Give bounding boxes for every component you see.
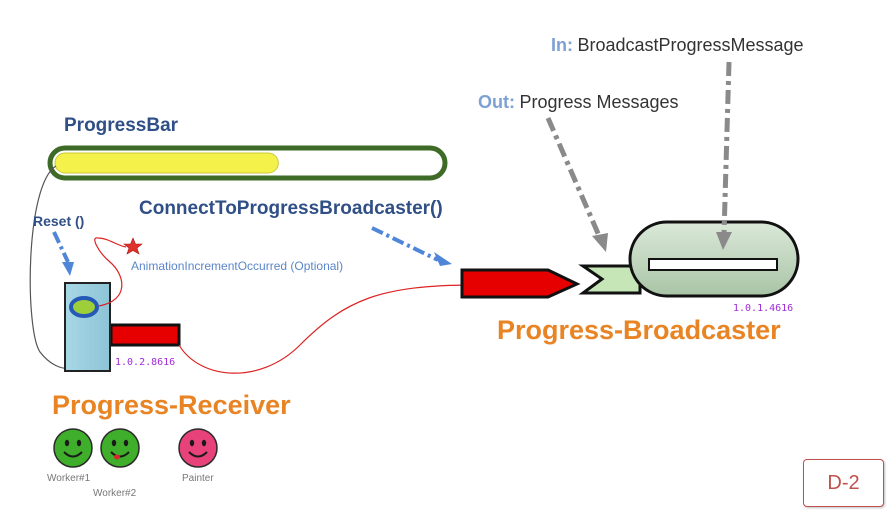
out-key: Out:	[478, 92, 515, 112]
progress-bar-fill	[54, 152, 279, 174]
receiver-box	[64, 282, 111, 372]
painter-smiley-icon	[178, 428, 218, 468]
slide-tag-text: D-2	[827, 471, 860, 494]
actors	[53, 428, 218, 468]
event-wire	[94, 237, 127, 307]
bar-receiver-link	[29, 165, 73, 370]
worker-2-smiley-icon	[100, 428, 140, 468]
receiver-version: 1.0.2.8616	[115, 357, 176, 368]
progress-receiver-component	[64, 282, 181, 372]
connect-label: ConnectToProgressBroadcaster()	[139, 198, 443, 219]
receiver-title: Progress-Receiver	[52, 390, 291, 420]
painter-label: Painter	[182, 473, 214, 484]
slide-tag: D-2	[803, 459, 884, 507]
event-label: AnimationIncrementOccurred (Optional)	[131, 259, 344, 273]
in-message: In: BroadcastProgressMessage	[551, 35, 804, 56]
reset-label: Reset ()	[33, 213, 85, 229]
in-key: In:	[551, 35, 573, 55]
connection-wire	[178, 284, 476, 374]
broadcaster-version: 1.0.1.4616	[733, 303, 794, 314]
worker-1-smiley-icon	[53, 428, 93, 468]
reset-arrow	[52, 231, 74, 276]
red-plug	[460, 268, 581, 299]
in-arrow	[716, 61, 732, 250]
progress-broadcaster-component	[628, 220, 800, 298]
broadcaster-connector	[460, 264, 642, 299]
receiver-connector	[109, 323, 181, 347]
receiver-port	[69, 296, 99, 318]
progress-bar-label: ProgressBar	[64, 115, 179, 136]
in-value: BroadcastProgressMessage	[577, 35, 804, 55]
progress-bar	[47, 145, 448, 181]
broadcaster-slot	[648, 258, 778, 271]
out-message: Out: Progress Messages	[478, 92, 679, 113]
worker-1-label: Worker#1	[47, 473, 91, 484]
out-arrow	[545, 117, 608, 252]
star-icon	[123, 237, 143, 255]
worker-2-label: Worker#2	[93, 488, 137, 499]
out-value: Progress Messages	[519, 92, 679, 112]
broadcaster-title: Progress-Broadcaster	[497, 315, 781, 345]
connect-arrow	[371, 226, 452, 266]
